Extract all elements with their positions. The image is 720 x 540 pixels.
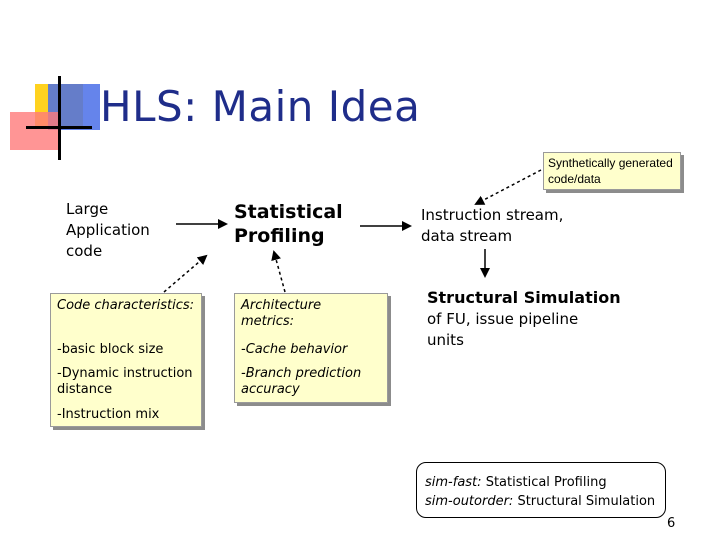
dashed-arrow-arch-metrics	[274, 252, 285, 292]
dashed-arrow-code-char	[164, 256, 206, 292]
dashed-arrow-synthetic	[476, 170, 541, 204]
